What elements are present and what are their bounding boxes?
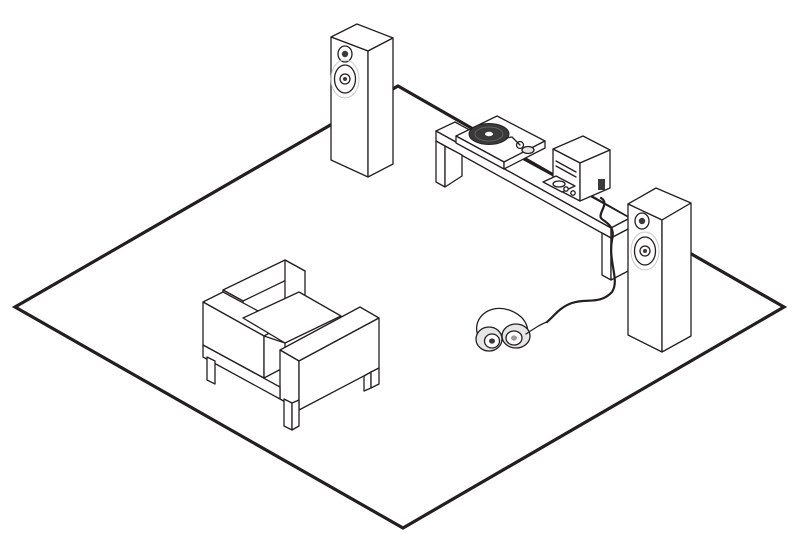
receiver-display-icon <box>598 179 605 190</box>
headphones <box>475 307 548 352</box>
left-floor-speaker <box>330 23 394 178</box>
receiver-controls-icon <box>555 160 577 196</box>
armchair-leg-back-right <box>363 371 372 392</box>
right-speaker-tweeter-icon <box>634 212 650 230</box>
tonearm-icon <box>505 136 535 155</box>
media-bench <box>435 121 631 281</box>
headphone-cable <box>545 196 616 324</box>
right-floor-speaker <box>627 187 692 353</box>
headphone-left-earcup-icon <box>475 326 503 352</box>
vinyl-record-icon <box>468 123 510 145</box>
headphone-right-earcup-icon <box>501 323 531 349</box>
turntable <box>455 115 546 170</box>
left-speaker-woofer-icon <box>330 59 360 99</box>
stereo-receiver <box>542 135 611 202</box>
armchair-leg-front-right <box>283 398 293 431</box>
armchair-leg-front-left <box>206 356 216 385</box>
left-speaker-tweeter-icon <box>337 45 353 63</box>
armchair <box>202 259 380 431</box>
right-speaker-woofer-icon <box>630 231 660 271</box>
